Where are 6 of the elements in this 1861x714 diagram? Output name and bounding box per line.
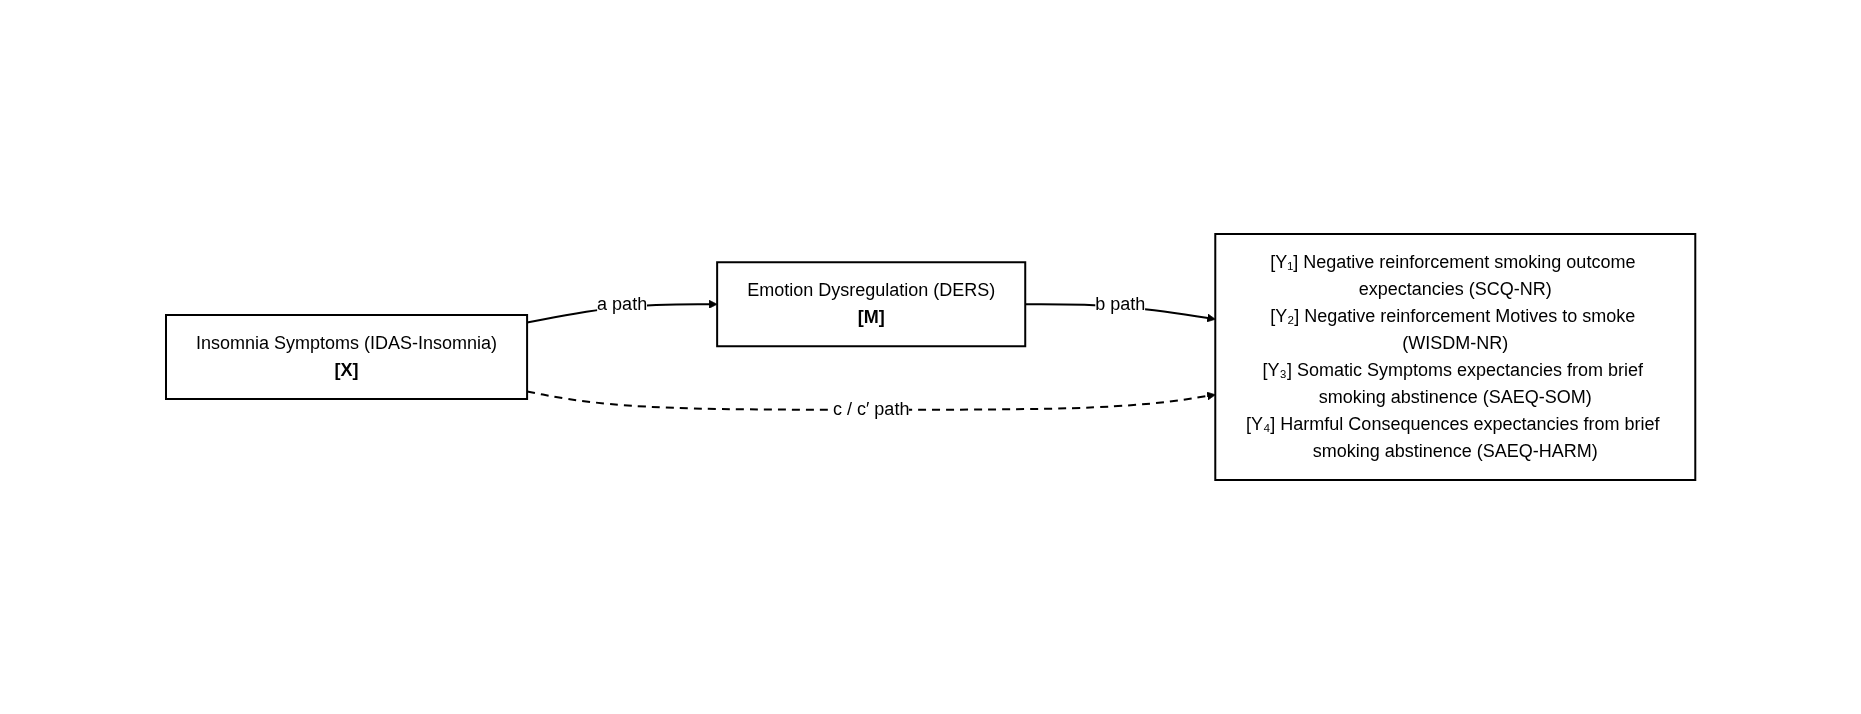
edge-label: c / c′ path — [832, 399, 910, 420]
node-box: Insomnia Symptoms (IDAS-Insomnia) [X] — [164, 314, 528, 400]
node-box: Emotion Dysregulation (DERS) [M] — [716, 261, 1027, 348]
edge-label: b path — [1095, 293, 1146, 314]
edge-label: a path — [596, 293, 647, 314]
node-box: [Y₁] Negative reinforcement smoking outcome expectancies (SCQ-NR) [Y₂] Negative reinforcement Motives to smoke (WISDM-NR) [Y₃] Somatic Symptoms expectancies from brief smoking abstinence (SAEQ-SOM) [Y₄] Harmful Consequences expectancies from brief smoking abstinence (SAEQ-HARM) — [1214, 233, 1697, 481]
